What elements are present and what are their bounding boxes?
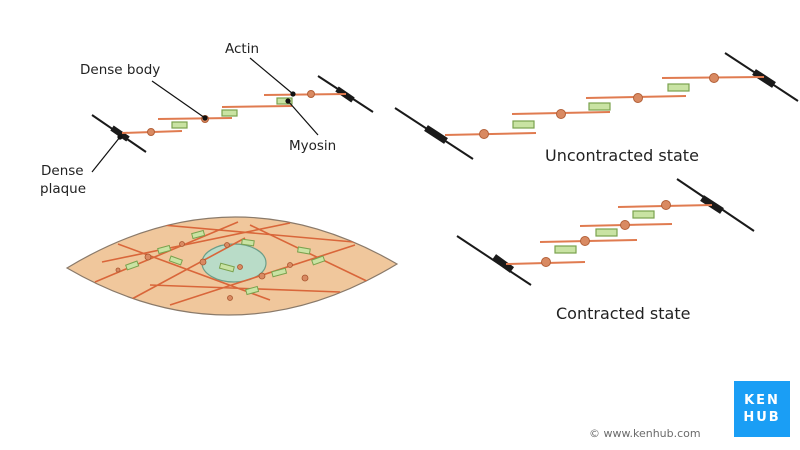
label-uncontracted-state: Uncontracted state — [545, 146, 699, 165]
label-myosin: Myosin — [289, 138, 336, 154]
myosin-filaments — [554, 210, 655, 254]
cell-myosin-filaments — [125, 229, 326, 296]
myosin-filaments — [171, 97, 293, 129]
label-dense-body: Dense body — [80, 62, 160, 78]
logo-line1: KEN — [744, 393, 780, 408]
cell-dense-bodies — [115, 241, 309, 301]
label-leader-lines — [91, 57, 319, 173]
smooth-muscle-cell — [65, 216, 399, 316]
labelled-filament-chain: Actin Dense body Myosin Dense plaque — [40, 41, 374, 197]
label-dense-plaque-line2: plaque — [40, 181, 86, 197]
dense-bodies — [541, 200, 671, 267]
label-actin: Actin — [225, 41, 259, 57]
label-contracted-state: Contracted state — [556, 304, 690, 323]
kenhub-logo[interactable]: KEN HUB — [734, 381, 790, 437]
contracted-filament-chain: Contracted state — [456, 178, 755, 323]
dense-bodies — [479, 73, 719, 139]
myosin-filaments — [512, 83, 690, 129]
copyright-text: © www.kenhub.com — [589, 427, 701, 440]
logo-line2: HUB — [743, 410, 781, 425]
label-dense-plaque-line1: Dense — [41, 163, 84, 179]
uncontracted-filament-chain: Uncontracted state — [394, 52, 799, 165]
